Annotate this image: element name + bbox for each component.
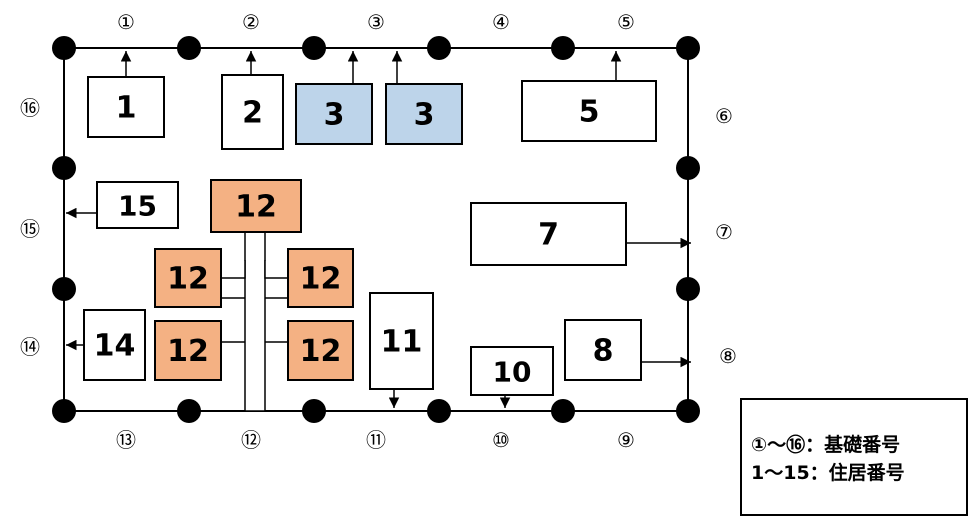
house-number: 12 <box>235 190 277 225</box>
house-number: 10 <box>493 356 532 389</box>
segment-label-bottom: ⑨ <box>617 428 635 452</box>
foundation-node <box>676 156 700 180</box>
segment-label-bottom: ⑬ <box>116 428 136 452</box>
house-box <box>83 309 146 381</box>
segment-label-top: ⑤ <box>617 10 635 34</box>
foundation-node <box>551 399 575 423</box>
house-h12bl: 12 <box>154 320 222 381</box>
central-corridor <box>244 231 266 412</box>
house-box <box>87 76 165 138</box>
foundation-node <box>676 399 700 423</box>
house-number: 1 <box>116 91 137 126</box>
house-number: 7 <box>538 218 559 253</box>
house-number: 12 <box>300 262 342 297</box>
legend-line-house: 1～15：住居番号 <box>751 462 905 484</box>
house-h14: 14 <box>83 309 146 381</box>
house-h11: 11 <box>369 292 434 390</box>
house-box <box>154 320 222 381</box>
house-h5: 5 <box>521 80 657 142</box>
house-number: 12 <box>167 334 209 369</box>
house-h3b: 3 <box>385 83 463 145</box>
foundation-node <box>177 36 201 60</box>
foundation-node <box>52 36 76 60</box>
foundation-node <box>427 399 451 423</box>
house-h12ml: 12 <box>154 248 222 308</box>
house-box <box>564 319 642 381</box>
house-number: 15 <box>118 190 157 223</box>
house-box <box>470 202 627 266</box>
house-number: 5 <box>579 95 600 130</box>
foundation-node <box>302 36 326 60</box>
foundation-node <box>52 156 76 180</box>
segment-label-top: ④ <box>492 10 510 34</box>
foundation-node <box>427 36 451 60</box>
house-box <box>385 83 463 145</box>
legend-line-foundation: ①～⑯：基礎番号 <box>751 434 901 456</box>
foundation-node <box>177 399 201 423</box>
perimeter-wall <box>63 47 689 412</box>
legend-box: ①～⑯：基礎番号 1～15：住居番号 <box>740 398 968 516</box>
segment-label-top: ③ <box>367 10 385 34</box>
house-h3a: 3 <box>295 83 373 145</box>
foundation-node <box>551 36 575 60</box>
house-box <box>295 83 373 145</box>
segment-label-bottom: ⑫ <box>241 428 261 452</box>
house-h12top: 12 <box>210 179 302 233</box>
segment-label-right: ⑥ <box>715 104 733 128</box>
house-number: 11 <box>381 325 423 360</box>
house-box <box>210 179 302 233</box>
house-box <box>287 248 354 308</box>
house-box <box>96 181 179 229</box>
house-h12br: 12 <box>287 320 354 381</box>
foundation-node <box>302 399 326 423</box>
house-number: 3 <box>324 98 345 133</box>
house-number: 8 <box>593 334 614 369</box>
house-box <box>369 292 434 390</box>
foundation-node <box>52 399 76 423</box>
segment-label-right: ⑧ <box>719 344 737 368</box>
segment-label-top: ① <box>117 10 135 34</box>
house-h1: 1 <box>87 76 165 138</box>
house-h12mr: 12 <box>287 248 354 308</box>
house-h7: 7 <box>470 202 627 266</box>
segment-label-bottom: ⑪ <box>366 428 386 452</box>
house-box <box>521 80 657 142</box>
house-box <box>287 320 354 381</box>
house-number: 12 <box>167 262 209 297</box>
foundation-node <box>676 36 700 60</box>
segment-label-left: ⑭ <box>20 335 40 359</box>
house-h8: 8 <box>564 319 642 381</box>
corridor-connectors <box>220 260 288 343</box>
house-box <box>470 346 554 396</box>
house-box <box>154 248 222 308</box>
foundation-node <box>52 277 76 301</box>
segment-label-top: ② <box>242 10 260 34</box>
house-number: 2 <box>242 96 263 131</box>
drain-arrows <box>66 51 691 408</box>
house-number: 3 <box>414 98 435 133</box>
segment-label-bottom: ⑩ <box>492 428 510 452</box>
segment-label-left: ⑮ <box>20 217 40 241</box>
house-h2: 2 <box>221 74 284 150</box>
house-box <box>221 74 284 150</box>
house-number: 14 <box>94 329 136 364</box>
house-h10: 10 <box>470 346 554 396</box>
foundation-node <box>676 277 700 301</box>
house-number: 12 <box>300 334 342 369</box>
segment-label-right: ⑦ <box>715 220 733 244</box>
segment-label-left: ⑯ <box>20 96 40 120</box>
house-h15: 15 <box>96 181 179 229</box>
